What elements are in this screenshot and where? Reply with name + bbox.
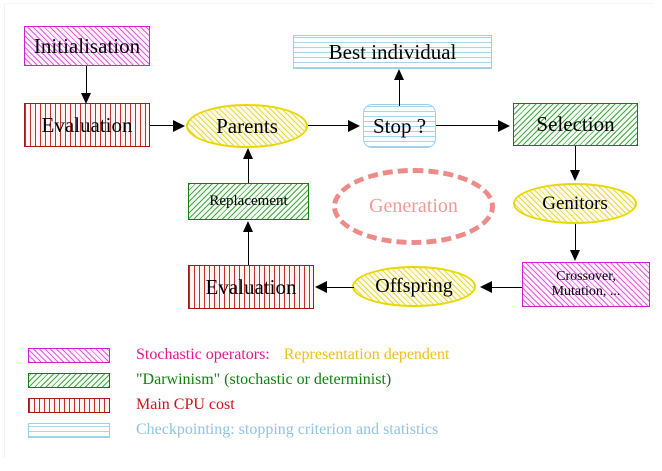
node-crossover-line2: Mutation, ...: [551, 283, 621, 299]
node-initialisation[interactable]: Initialisation: [24, 26, 150, 66]
legend-swatch-blue-horizontal-hatch-icon: [28, 422, 110, 438]
legend-label-representation: Representation dependent: [283, 346, 450, 363]
legend-swatch-green-diagonal-hatch-icon: [28, 372, 110, 388]
legend: Stochastic operators: Representation dep…: [0, 340, 662, 460]
node-evaluation-top[interactable]: Evaluation: [24, 103, 150, 147]
legend-label-stochastic: Stochastic operators:: [136, 346, 270, 363]
legend-swatch-red-vertical-hatch-icon: [28, 397, 110, 413]
legend-row-darwinism: "Darwinism" (stochastic or determinist): [28, 369, 391, 391]
legend-row-stochastic: Stochastic operators: Representation dep…: [28, 344, 449, 366]
node-evaluation-bottom[interactable]: Evaluation: [188, 265, 314, 309]
node-generation-ring: Generation: [332, 168, 495, 245]
node-stop[interactable]: Stop ?: [363, 104, 436, 148]
legend-swatch-magenta-diagonal-hatch-icon: [28, 347, 110, 363]
frame-left-line: [4, 3, 5, 458]
node-crossover-mutation[interactable]: Crossover, Mutation, ...: [522, 262, 650, 307]
node-initialisation-label: Initialisation: [33, 33, 141, 58]
node-generation-label: Generation: [369, 195, 458, 217]
node-offspring-label: Offspring: [375, 275, 453, 297]
node-stop-label: Stop ?: [372, 113, 427, 138]
node-evaluation-bottom-label: Evaluation: [205, 274, 297, 299]
node-genitors[interactable]: Genitors: [513, 183, 637, 224]
node-parents[interactable]: Parents: [186, 104, 308, 148]
node-best-individual[interactable]: Best individual: [293, 35, 492, 69]
node-selection[interactable]: Selection: [513, 103, 638, 146]
frame-top-line: [4, 3, 654, 4]
node-crossover-line1: Crossover,: [556, 268, 616, 284]
node-offspring[interactable]: Offspring: [352, 266, 476, 307]
node-parents-label: Parents: [216, 113, 278, 138]
node-genitors-label: Genitors: [542, 192, 608, 214]
node-evaluation-top-label: Evaluation: [41, 112, 133, 137]
node-replacement-label: Replacement: [209, 192, 288, 209]
legend-label-darwinism: "Darwinism" (stochastic or determinist): [136, 371, 392, 388]
legend-label-checkpointing: Checkpointing: stopping criterion and st…: [136, 421, 439, 438]
node-best-individual-label: Best individual: [328, 39, 457, 64]
node-replacement[interactable]: Replacement: [188, 183, 309, 220]
node-selection-label: Selection: [536, 112, 615, 137]
legend-row-checkpointing: Checkpointing: stopping criterion and st…: [28, 419, 438, 441]
legend-label-cpu: Main CPU cost: [136, 396, 235, 413]
legend-row-cpu: Main CPU cost: [28, 394, 235, 416]
